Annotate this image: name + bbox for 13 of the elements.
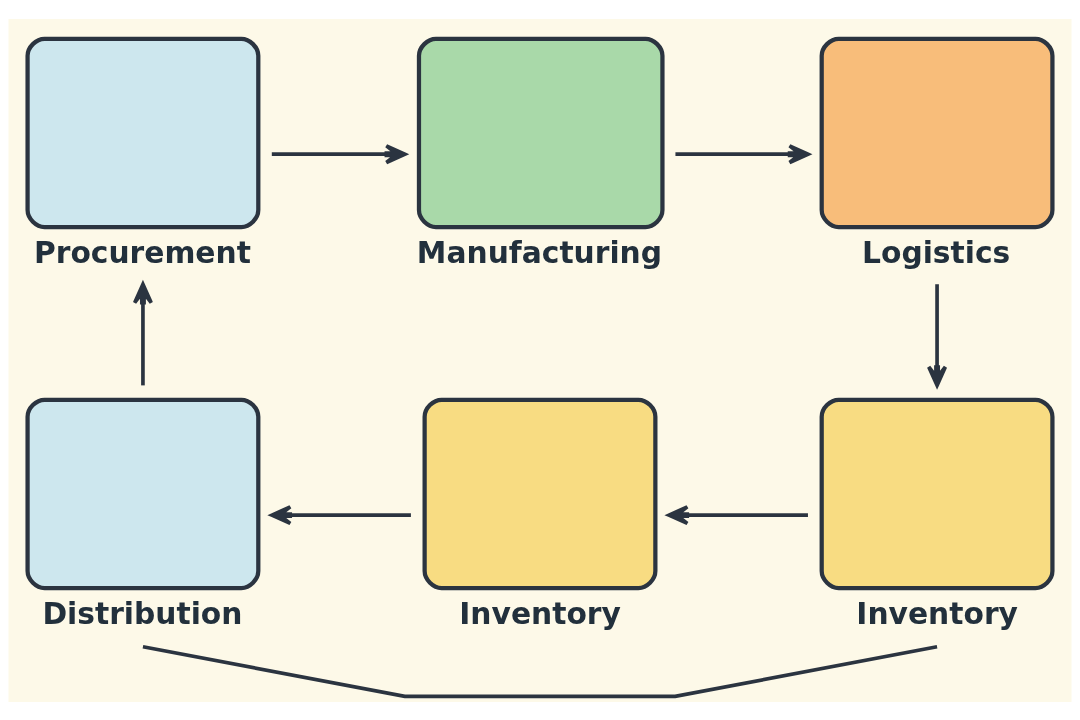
- node-label: Procurement: [33, 234, 251, 270]
- arrow: [269, 504, 411, 525]
- node-label: Inventory: [459, 595, 621, 631]
- node-label: Manufacturing: [416, 234, 663, 270]
- arrow: [675, 143, 810, 164]
- node-label: Inventory: [856, 595, 1018, 631]
- arrow: [926, 283, 948, 387]
- arrow: [667, 504, 808, 525]
- node-label: Logistics: [862, 234, 1011, 270]
- arrow: [132, 281, 154, 385]
- node-label: Distribution: [42, 595, 243, 631]
- arrow: [271, 143, 407, 164]
- connector: [142, 644, 938, 698]
